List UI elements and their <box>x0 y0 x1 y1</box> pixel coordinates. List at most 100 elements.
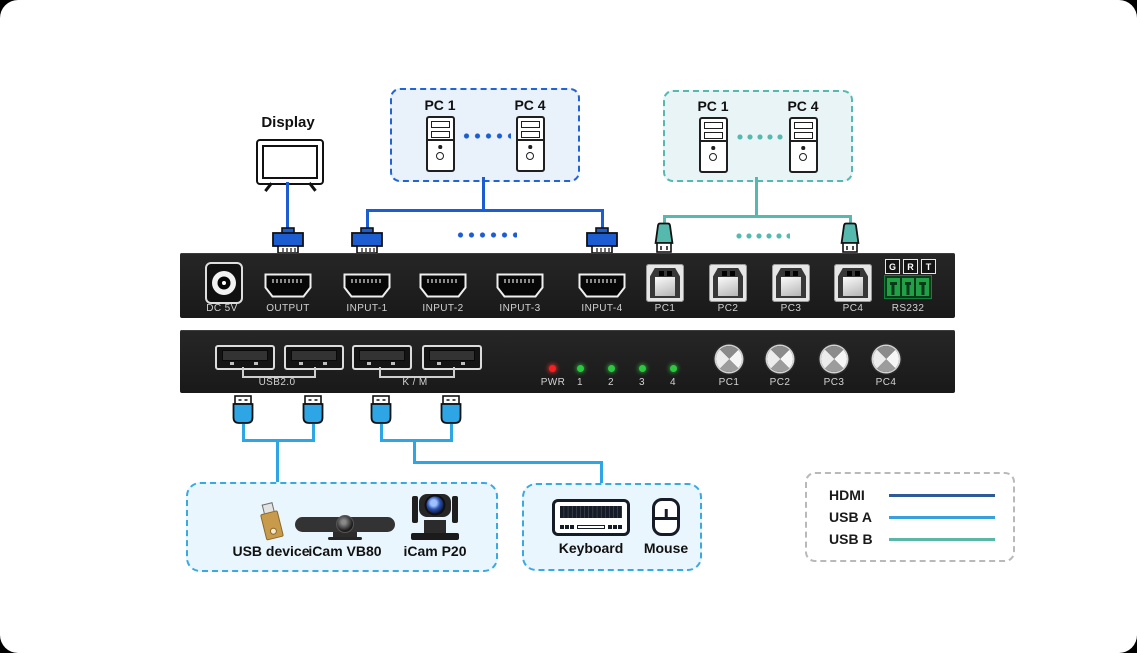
legend-usb-a-label: USB A <box>829 509 873 525</box>
usb-a-port <box>284 345 344 370</box>
legend-usb-a-line <box>889 515 995 519</box>
usb-a-cable-line <box>380 424 383 442</box>
display-monitor-icon <box>256 139 324 192</box>
legend-row-usb-a: USB A <box>829 509 995 525</box>
usb-b-port-pc4 <box>834 264 872 302</box>
usb-a-cable-line <box>450 424 453 442</box>
channel-led-3 <box>639 365 646 372</box>
usb-a-port <box>215 345 275 370</box>
usb-a-plug-icon <box>302 395 324 425</box>
pc2-port-label: PC2 <box>717 303 739 314</box>
monitor-leg <box>264 182 273 192</box>
hdmi-pc-first: PC 1 <box>409 97 471 172</box>
ellipsis-dots <box>735 134 783 140</box>
usb-b-cable-line <box>755 177 758 218</box>
pc-tower-icon <box>515 116 545 172</box>
hdmi-port-input1 <box>343 273 391 299</box>
channel-led-4 <box>670 365 677 372</box>
mouse-icon <box>652 498 680 536</box>
hdmi-plug-icon <box>350 227 384 254</box>
vb80-label: iCam VB80 <box>308 543 382 559</box>
peripherals-box: USB device iCam VB80 iCam P20 <box>186 482 498 572</box>
hdmi-port-input2 <box>419 273 467 299</box>
usb-a-port <box>422 345 482 370</box>
led3-label: 3 <box>639 377 645 388</box>
pc1-select-button <box>716 346 742 372</box>
pc-tower-icon <box>698 117 728 173</box>
usb20-label: USB2.0 <box>258 377 296 388</box>
input1-port-label: INPUT-1 <box>346 303 388 314</box>
pc-label: PC 4 <box>787 98 819 114</box>
channel-led-2 <box>608 365 615 372</box>
usb-a-cable-line <box>312 424 315 442</box>
pc4-port-label: PC4 <box>842 303 864 314</box>
usb-a-cable-line <box>380 439 453 442</box>
dc-label: DC 5V <box>206 303 238 314</box>
usb-b-cable-line <box>663 215 666 225</box>
pc-label: PC 1 <box>424 97 456 113</box>
legend-hdmi-label: HDMI <box>829 487 865 503</box>
usb-device-label: USB device <box>232 543 310 559</box>
hdmi-cable-line <box>286 182 289 228</box>
p20-item: iCam P20 <box>390 494 480 559</box>
usb-b-plug-icon <box>836 222 864 255</box>
display-label: Display <box>261 114 315 131</box>
legend-row-hdmi: HDMI <box>829 487 995 503</box>
usb-b-port-pc2 <box>709 264 747 302</box>
monitor-leg <box>307 182 316 192</box>
usb-a-plug-icon <box>440 395 462 425</box>
hdmi-pc-last: PC 4 <box>499 97 561 172</box>
rear-panel: DC 5V OUTPUT INPUT-1 INPUT-2 INPUT-3 INP… <box>180 253 955 318</box>
usb-b-cable-line <box>849 215 852 225</box>
usb20-bracket <box>242 367 316 378</box>
usb-pc-first: PC 1 <box>682 98 744 173</box>
rs232-pin-g: G <box>885 259 900 274</box>
rs232-label: RS232 <box>891 303 925 314</box>
led1-label: 1 <box>577 377 583 388</box>
icam-vb80-icon <box>295 516 395 540</box>
rs232-terminal-block <box>884 275 932 299</box>
icam-p20-icon <box>408 494 462 540</box>
hdmi-plug-icon <box>271 227 305 254</box>
pc3-select-button <box>821 346 847 372</box>
channel-led-1 <box>577 365 584 372</box>
hdmi-port-input3 <box>496 273 544 299</box>
legend-usb-b-label: USB B <box>829 531 873 547</box>
pc1-port-label: PC1 <box>654 303 676 314</box>
ellipsis-dots <box>734 233 790 239</box>
pc-tower-icon <box>425 116 455 172</box>
usb-pc-group-box: PC 1 PC 4 <box>663 90 853 182</box>
hdmi-cable-line <box>366 209 604 212</box>
usb-a-plug-icon <box>370 395 392 425</box>
rs232-pin-t: T <box>921 259 936 274</box>
vb80-item: iCam VB80 <box>290 494 400 559</box>
keyboard-mouse-box: Keyboard Mouse <box>522 483 702 571</box>
dc-power-jack <box>205 262 243 304</box>
km-bracket <box>379 367 455 378</box>
pc4-select-button <box>873 346 899 372</box>
legend-hdmi-line <box>889 493 995 497</box>
pc3-button-label: PC3 <box>823 377 845 388</box>
pc2-button-label: PC2 <box>769 377 791 388</box>
usb-a-cable-line <box>242 424 245 442</box>
pc-label: PC 4 <box>514 97 546 113</box>
keyboard-item: Keyboard <box>538 494 644 556</box>
hdmi-pc-group-box: PC 1 PC 4 <box>390 88 580 182</box>
p20-label: iCam P20 <box>403 543 467 559</box>
usb-device-item: USB device <box>226 494 316 559</box>
pc3-port-label: PC3 <box>780 303 802 314</box>
pc2-select-button <box>767 346 793 372</box>
mouse-item: Mouse <box>640 494 692 556</box>
rs232-pin-labels: G R T <box>885 259 936 274</box>
usb-a-cable-line <box>413 461 603 464</box>
input2-port-label: INPUT-2 <box>422 303 464 314</box>
led4-label: 4 <box>670 377 676 388</box>
usb-b-port-pc1 <box>646 264 684 302</box>
usb-a-cable-line <box>600 461 603 485</box>
hdmi-port-output <box>264 273 312 299</box>
usb-b-plug-icon <box>650 222 678 255</box>
km-label: K / M <box>402 377 428 388</box>
usb-pc-last: PC 4 <box>772 98 834 173</box>
pc4-button-label: PC4 <box>875 377 897 388</box>
usb-flash-drive-icon <box>258 501 284 541</box>
